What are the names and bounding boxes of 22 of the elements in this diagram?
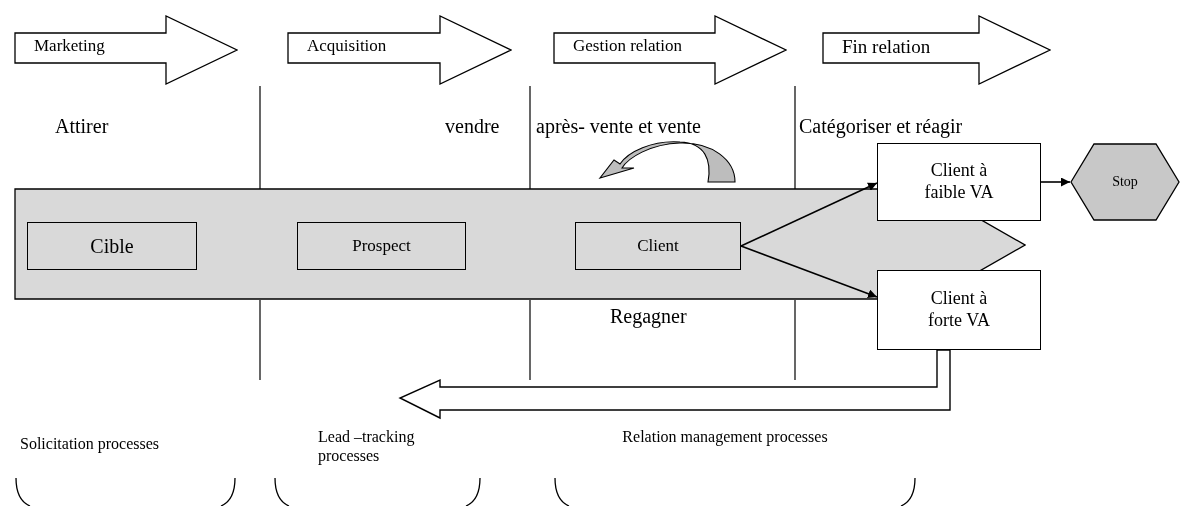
stage-box: Client [575, 222, 741, 270]
arrow [740, 182, 878, 247]
phase-verb: après- vente et vente [536, 114, 701, 138]
client-box: Client à faible VA [877, 143, 1041, 221]
phase-banner: Acquisition [287, 15, 512, 85]
arrow [740, 245, 878, 299]
phase-banner: Fin relation [822, 15, 1051, 85]
stage-box: Prospect [297, 222, 466, 270]
phase-verb: Regagner [610, 304, 687, 328]
process-label: Lead –tracking processes [318, 427, 416, 466]
process-label: Solicitation processes [20, 434, 160, 454]
phase-verb: vendre [445, 114, 500, 138]
client-box: Client à forte VA [877, 270, 1041, 350]
hollow-arrow [398, 349, 951, 420]
phase-banner: Gestion relation [553, 15, 787, 85]
arrow [1040, 177, 1071, 187]
stop-hexagon: Stop [1070, 143, 1180, 221]
stage-box: Cible [27, 222, 197, 270]
process-label: Relation management processes [621, 427, 829, 447]
phase-verb: Attirer [55, 114, 109, 138]
phase-verb: Catégoriser et réagir [799, 114, 963, 138]
phase-banner: Marketing [14, 15, 238, 85]
